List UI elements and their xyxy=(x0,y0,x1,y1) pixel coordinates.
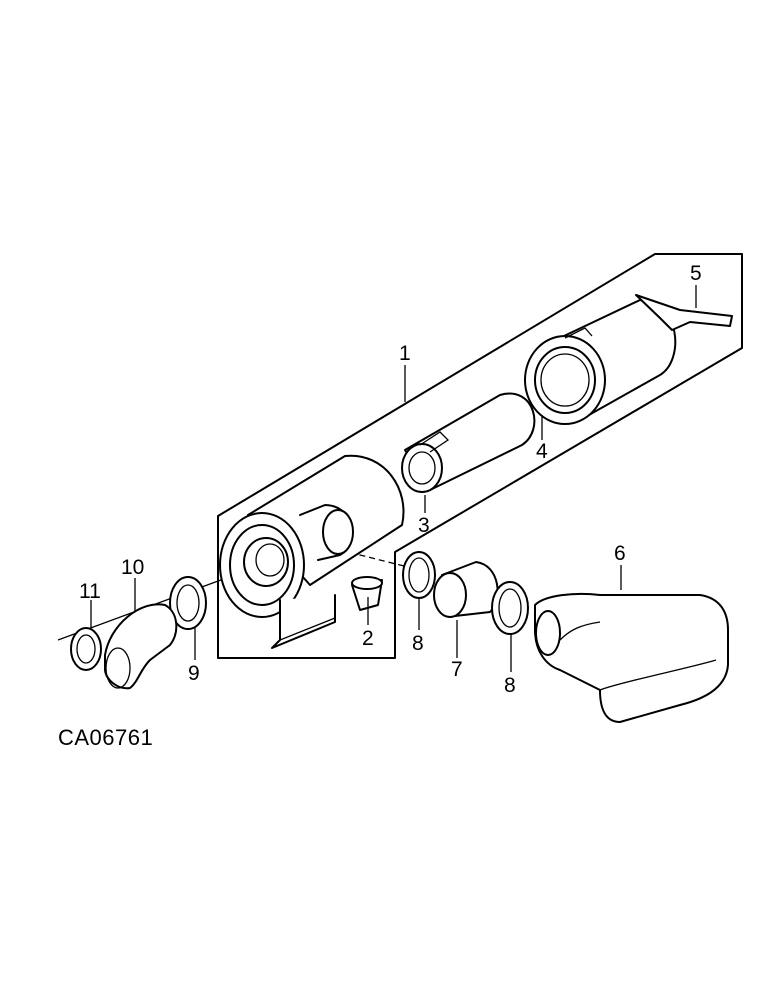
callout-5: 5 xyxy=(690,262,702,285)
secondary-element xyxy=(401,392,536,493)
dust-valve xyxy=(351,576,383,611)
callout-1: 1 xyxy=(399,342,411,365)
callout-3: 3 xyxy=(418,514,430,537)
callout-6: 6 xyxy=(614,542,626,565)
callout-11: 11 xyxy=(79,580,101,603)
callout-10: 10 xyxy=(121,556,144,579)
callout-4: 4 xyxy=(536,440,548,463)
callout-8-left: 8 xyxy=(412,632,424,655)
inlet-hood xyxy=(534,592,729,723)
air-cleaner-housing xyxy=(219,454,405,649)
callout-labels: 1 2 3 4 5 6 7 8 8 9 10 11 xyxy=(79,262,702,697)
sleeve-coupling xyxy=(433,561,499,618)
assembly-outline xyxy=(217,253,743,659)
indicator-bracket xyxy=(635,294,733,331)
callout-9: 9 xyxy=(188,662,200,685)
leader-lines xyxy=(90,285,697,672)
callout-2: 2 xyxy=(362,627,374,650)
hose-clamp-11 xyxy=(70,627,102,671)
hose-clamp-8-left xyxy=(402,551,436,599)
elbow-hose xyxy=(104,603,178,690)
callout-8-right: 8 xyxy=(504,674,516,697)
hose-clamp-8-right xyxy=(491,581,529,635)
callout-7: 7 xyxy=(451,658,463,681)
primary-element xyxy=(524,299,677,425)
figure-code: CA06761 xyxy=(58,725,153,750)
hose-clamp-9 xyxy=(169,576,207,630)
